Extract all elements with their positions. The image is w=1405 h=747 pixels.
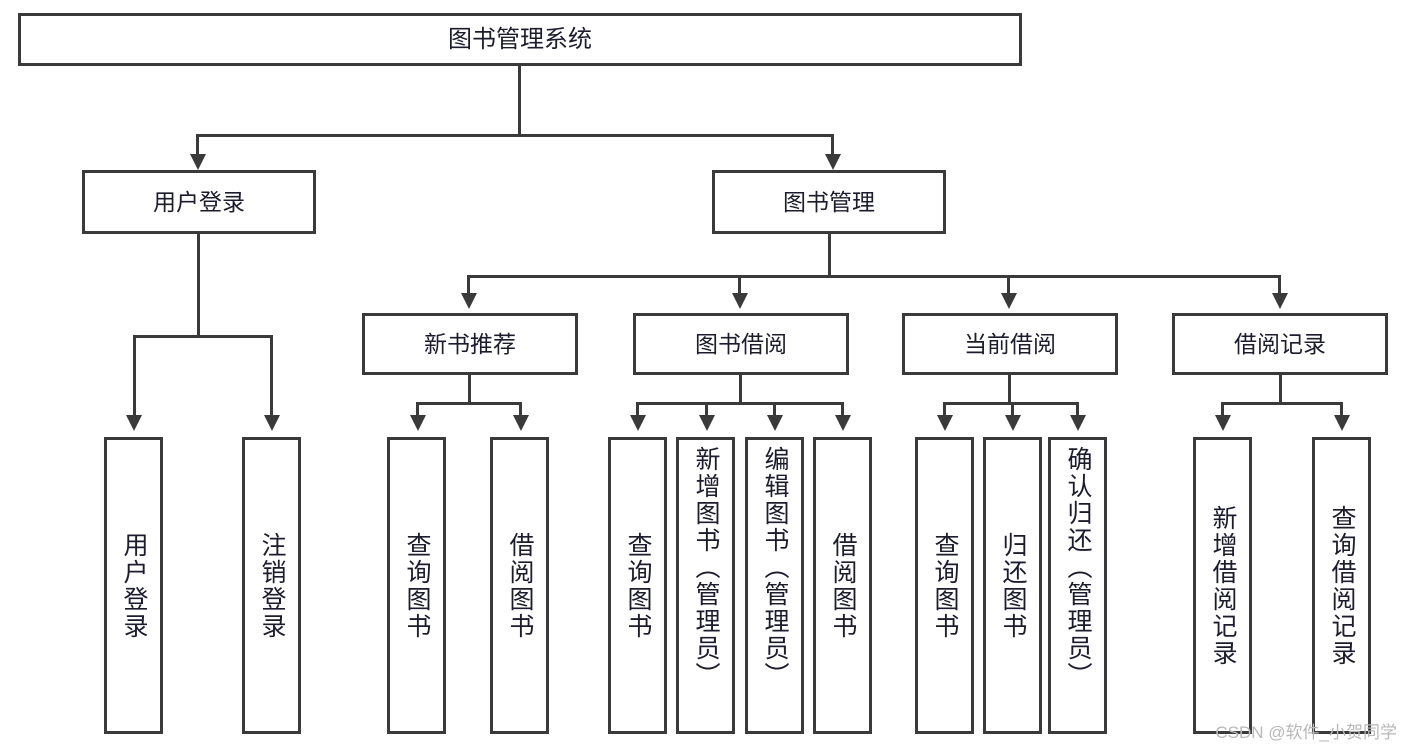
node-label: 用户登录	[153, 188, 245, 215]
leaf-recommend-borrow-book[interactable]: 借阅图书	[490, 437, 549, 734]
node-label: 图书管理系统	[448, 25, 592, 53]
node-label: 图书管理	[783, 188, 875, 215]
connector-book-mgmt-to-recommend	[467, 275, 470, 295]
leaf-user-login-login[interactable]: 用户登录	[104, 437, 163, 734]
node-new-book-recommend[interactable]: 新书推荐	[362, 313, 578, 375]
arrowhead-current-leaf-3	[1070, 415, 1086, 431]
node-user-login[interactable]: 用户登录	[82, 170, 316, 234]
connector-root-bus	[196, 134, 834, 137]
connector-current-trunk	[1008, 375, 1011, 402]
node-label: 查询图书	[624, 531, 652, 640]
connector-book-mgmt-to-borrow	[738, 275, 741, 295]
node-label: 借阅图书	[829, 531, 857, 640]
arrowhead-borrow-leaf-3	[767, 415, 783, 431]
connector-current-leaf-2	[1011, 402, 1014, 417]
node-label: 确认归还（管理员）	[1064, 446, 1092, 689]
arrowhead-current	[1001, 293, 1017, 309]
node-book-borrow[interactable]: 图书借阅	[633, 313, 849, 375]
connector-record-bus	[1221, 402, 1343, 405]
node-label: 新增图书（管理员）	[692, 446, 720, 689]
leaf-borrow-add-book-admin[interactable]: 新增图书（管理员）	[676, 437, 735, 734]
node-label: 借阅记录	[1234, 330, 1326, 357]
arrowhead-book-mgmt	[825, 154, 841, 170]
connector-book-mgmt-to-current	[1007, 275, 1010, 295]
arrowhead-record-leaf-1	[1215, 415, 1231, 431]
connector-book-mgmt-trunk	[828, 234, 831, 275]
arrowhead-user-login-leaf-2	[264, 415, 280, 431]
node-label: 当前借阅	[964, 330, 1056, 357]
connector-recommend-leaf-1	[416, 402, 419, 417]
connector-borrow-leaf-4	[841, 402, 844, 417]
arrowhead-recommend-leaf-2	[513, 415, 529, 431]
node-label: 查询图书	[403, 531, 431, 640]
leaf-user-login-logout[interactable]: 注销登录	[242, 437, 301, 734]
connector-record-leaf-2	[1340, 402, 1343, 417]
connector-current-leaf-1	[943, 402, 946, 417]
connector-record-leaf-1	[1221, 402, 1224, 417]
connector-user-login-trunk	[197, 234, 200, 335]
arrowhead-current-leaf-2	[1005, 415, 1021, 431]
connector-borrow-trunk	[739, 375, 742, 402]
leaf-recommend-query-book[interactable]: 查询图书	[387, 437, 446, 734]
node-label: 图书借阅	[695, 330, 787, 357]
leaf-current-query-book[interactable]: 查询图书	[915, 437, 974, 734]
connector-user-login-leaf-1	[133, 335, 136, 417]
node-label: 新书推荐	[424, 330, 516, 357]
leaf-record-add-record[interactable]: 新增借阅记录	[1193, 437, 1252, 734]
arrowhead-user-login-leaf-1	[126, 415, 142, 431]
arrowhead-borrow-leaf-2	[699, 415, 715, 431]
arrowhead-current-leaf-1	[937, 415, 953, 431]
connector-user-login-leaf-2	[270, 335, 273, 417]
connector-current-leaf-3	[1076, 402, 1079, 417]
connector-user-login-bus	[133, 335, 272, 338]
node-label: 借阅图书	[506, 531, 534, 640]
leaf-borrow-query-book[interactable]: 查询图书	[608, 437, 667, 734]
connector-root-to-book-mgmt	[831, 134, 834, 156]
arrowhead-record-leaf-2	[1334, 415, 1350, 431]
connector-recommend-bus	[416, 402, 522, 405]
node-label: 查询借阅记录	[1328, 504, 1356, 667]
leaf-current-confirm-return-admin[interactable]: 确认归还（管理员）	[1048, 437, 1107, 734]
arrowhead-recommend	[461, 293, 477, 309]
arrowhead-borrow-leaf-4	[835, 415, 851, 431]
connector-borrow-leaf-1	[636, 402, 639, 417]
node-label: 查询图书	[931, 531, 959, 640]
leaf-borrow-edit-book-admin[interactable]: 编辑图书（管理员）	[745, 437, 804, 734]
node-book-management[interactable]: 图书管理	[712, 170, 946, 234]
connector-recommend-leaf-2	[519, 402, 522, 417]
arrowhead-user-login	[190, 154, 206, 170]
connector-book-mgmt-bus	[467, 275, 1281, 278]
node-label: 编辑图书（管理员）	[761, 446, 789, 689]
leaf-borrow-borrow-book[interactable]: 借阅图书	[813, 437, 872, 734]
connector-record-trunk	[1279, 375, 1282, 402]
leaf-current-return-book[interactable]: 归还图书	[983, 437, 1042, 734]
connector-recommend-trunk	[468, 375, 471, 402]
arrowhead-borrow	[732, 293, 748, 309]
node-label: 用户登录	[120, 531, 148, 640]
connector-borrow-leaf-2	[705, 402, 708, 417]
connector-root-trunk	[518, 66, 521, 134]
node-borrow-record[interactable]: 借阅记录	[1172, 313, 1388, 375]
node-label: 注销登录	[258, 531, 286, 640]
connector-book-mgmt-to-record	[1278, 275, 1281, 295]
connector-root-to-user-login	[196, 134, 199, 156]
arrowhead-recommend-leaf-1	[410, 415, 426, 431]
node-current-borrow[interactable]: 当前借阅	[902, 313, 1118, 375]
node-label: 新增借阅记录	[1209, 504, 1237, 667]
watermark-text: CSDN @软件_小贺同学	[1215, 723, 1397, 742]
arrowhead-borrow-leaf-1	[630, 415, 646, 431]
connector-borrow-bus	[636, 402, 844, 405]
node-root-library-system[interactable]: 图书管理系统	[18, 13, 1022, 66]
node-label: 归还图书	[999, 531, 1027, 640]
arrowhead-record	[1272, 293, 1288, 309]
connector-borrow-leaf-3	[773, 402, 776, 417]
leaf-record-query-record[interactable]: 查询借阅记录	[1312, 437, 1371, 734]
